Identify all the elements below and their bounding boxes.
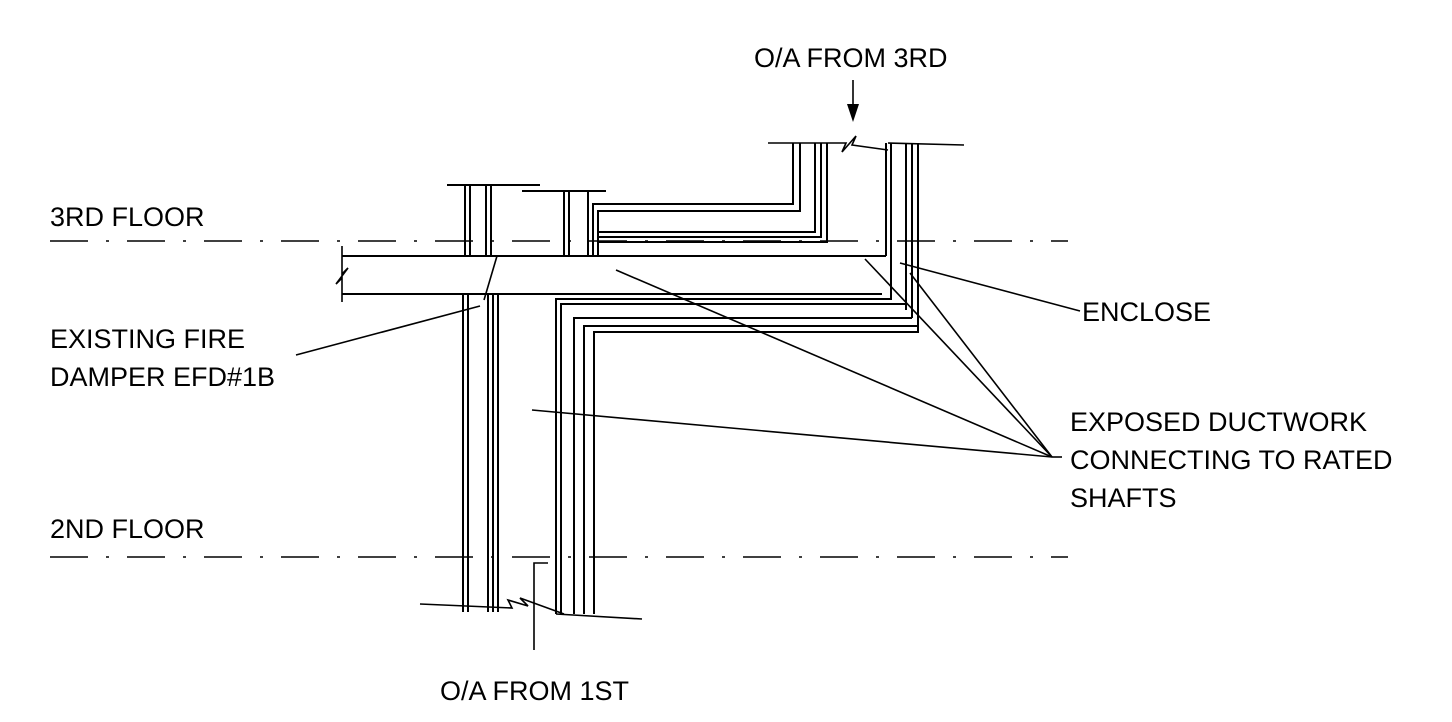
middle-duct-lower-elbow (555, 294, 919, 620)
label-shafts: SHAFTS (1070, 483, 1177, 513)
left-duct-upper (447, 184, 540, 301)
horizontal-duct-band (335, 246, 886, 302)
leader-existing-fire-damper (295, 305, 481, 356)
leader-oa-from-1st (533, 562, 548, 650)
right-shaft (885, 142, 965, 326)
label-oa-from-1st: O/A FROM 1ST (440, 676, 629, 706)
label-2nd-floor: 2ND FLOOR (50, 514, 205, 544)
leader-oa-from-3rd (847, 80, 859, 122)
label-oa-from-3rd: O/A FROM 3RD (754, 43, 948, 73)
label-enclose: ENCLOSE (1082, 297, 1211, 327)
label-exposed-ductwork: EXPOSED DUCTWORK (1070, 407, 1367, 437)
left-duct-lower (419, 294, 565, 615)
leader-exposed-ductwork (531, 258, 1062, 458)
label-existing-fire: EXISTING FIRE (50, 324, 245, 354)
label-damper-efd: DAMPER EFD#1B (50, 362, 275, 392)
leader-enclose (899, 262, 1081, 312)
middle-duct-upper (522, 135, 889, 256)
label-3rd-floor: 3RD FLOOR (50, 202, 205, 232)
label-connecting-rated: CONNECTING TO RATED (1070, 445, 1393, 475)
